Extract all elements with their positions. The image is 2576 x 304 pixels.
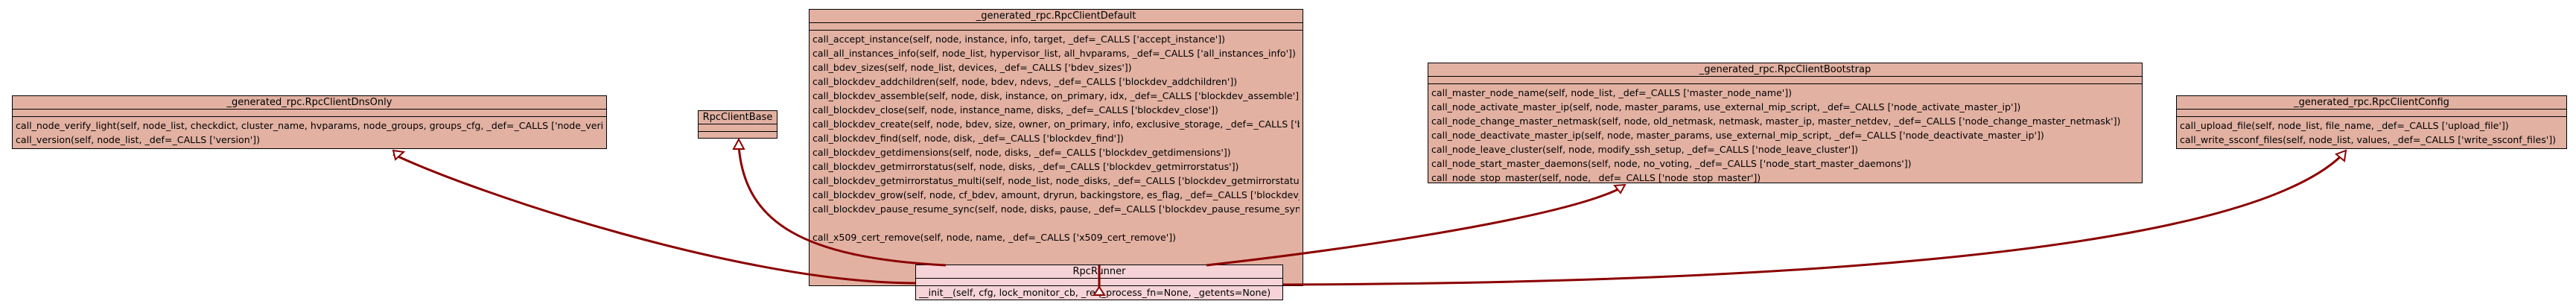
attributes-compartment <box>810 23 1303 31</box>
method: call_version(self, node_list, _def=_CALL… <box>16 134 261 145</box>
method: call_blockdev_pause_resume_sync(self, no… <box>812 203 1300 215</box>
method: call_node_start_master_daemons(self, nod… <box>1431 158 1912 169</box>
method: call_node_stop_master(self, node, _def=_… <box>1431 172 1761 183</box>
method: call_node_leave_cluster(self, node, modi… <box>1431 144 1859 155</box>
method: call_blockdev_getmirrorstatus(self, node… <box>812 161 1239 172</box>
arrowhead-default <box>1093 285 1106 296</box>
method: call_upload_file(self, node_list, file_n… <box>2180 120 2509 131</box>
method: call_x509_cert_remove(self, node, name, … <box>812 232 1177 243</box>
methods-compartment: call_master_node_name(self, node_list, _… <box>1428 84 2142 186</box>
method: call_blockdev_close(self, node, instance… <box>812 104 1218 115</box>
method: call_master_node_name(self, node_list, _… <box>1431 87 1793 98</box>
method: call_write_ssconf_files(self, node_list,… <box>2180 134 2557 145</box>
methods-compartment: call_accept_instance(self, node, instanc… <box>810 31 1303 246</box>
methods-compartment: call_upload_file(self, node_list, file_n… <box>2177 117 2566 148</box>
method: call_blockdev_getmirrorstatus_multi(self… <box>812 175 1300 186</box>
edge-runner-to-dns-only <box>392 153 916 285</box>
arrowhead-base <box>732 137 745 150</box>
methods-compartment: call_node_verify_light(self, node_list, … <box>13 117 606 148</box>
method: call_blockdev_grow(self, node, cf_bdev, … <box>812 189 1300 200</box>
method: call_all_instances_info(self, node_list,… <box>812 48 1296 59</box>
method: call_node_deactivate_master_ip(self, nod… <box>1431 130 2044 141</box>
method: call_node_activate_master_ip(self, node,… <box>1431 101 2021 113</box>
attributes-compartment <box>699 124 777 132</box>
method: call_accept_instance(self, node, instanc… <box>812 34 1226 45</box>
attributes-compartment <box>13 110 606 117</box>
edge-runner-to-config <box>1282 153 2344 286</box>
class-title: _generated_rpc.RpcClientBootstrap <box>1428 63 2142 77</box>
method: call_blockdev_assemble(self, node, disk,… <box>812 90 1300 101</box>
method: call_node_verify_light(self, node_list, … <box>16 120 603 131</box>
class-rpc-client-base[interactable]: RpcClientBase <box>698 110 777 139</box>
method: call_bdev_sizes(self, node_list, devices… <box>812 62 1132 73</box>
arrowhead-bootstrap <box>1613 183 1626 194</box>
class-title: _generated_rpc.RpcClientConfig <box>2177 96 2566 110</box>
arrowhead-config <box>2335 149 2347 162</box>
class-rpc-client-bootstrap[interactable]: _generated_rpc.RpcClientBootstrap call_m… <box>1428 63 2143 183</box>
method: call_blockdev_find(self, node, disk, _de… <box>812 133 1124 144</box>
class-title: _generated_rpc.RpcClientDnsOnly <box>13 96 606 110</box>
method: call_node_change_master_netmask(self, no… <box>1431 115 2121 127</box>
attributes-compartment <box>1428 77 2142 84</box>
arrowhead-dns-only <box>392 149 406 161</box>
method: call_blockdev_getdimensions(self, node, … <box>812 147 1231 158</box>
method: call_blockdev_addchildren(self, node, bd… <box>812 76 1238 87</box>
method: call_blockdev_create(self, node, bdev, s… <box>812 118 1300 130</box>
attributes-compartment <box>2177 110 2566 117</box>
class-rpc-client-default[interactable]: _generated_rpc.RpcClientDefault call_acc… <box>809 9 1303 286</box>
edge-runner-to-base <box>737 145 947 267</box>
class-title: RpcClientBase <box>699 111 777 124</box>
edge-runner-to-bootstrap <box>1206 187 1621 267</box>
class-rpc-client-dns-only[interactable]: _generated_rpc.RpcClientDnsOnly call_nod… <box>12 95 607 149</box>
class-rpc-client-config[interactable]: _generated_rpc.RpcClientConfig call_uplo… <box>2176 95 2567 149</box>
class-title: _generated_rpc.RpcClientDefault <box>810 10 1303 23</box>
